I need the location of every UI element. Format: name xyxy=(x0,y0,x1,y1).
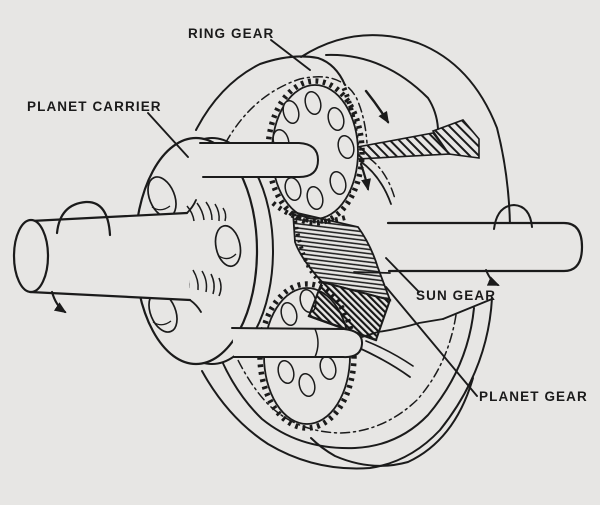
ring-gear-label: RING GEAR xyxy=(188,26,275,41)
planet-gear-label: PLANET GEAR xyxy=(479,389,588,404)
ring-gear-rotation-arrows xyxy=(359,89,390,191)
label-leader-lines xyxy=(147,39,478,397)
sun-shaft-rotation-arc xyxy=(493,203,533,230)
upper-planet-holes xyxy=(272,90,355,211)
sun-gear-label: SUN GEAR xyxy=(416,288,497,303)
sun-shaft-rotation-arrow xyxy=(485,269,500,286)
lower-planet-pin xyxy=(232,328,363,358)
ring-rotation-arrow-upper xyxy=(364,89,390,124)
ring-gear-bottom-band xyxy=(201,297,493,470)
planet-gear-leader xyxy=(385,286,478,397)
input-shaft-end xyxy=(12,218,50,294)
planet-carrier-label: PLANET CARRIER xyxy=(27,99,162,114)
ring-gear-leader xyxy=(270,39,311,71)
input-shaft xyxy=(12,199,202,314)
planet-carrier-disc xyxy=(133,136,274,366)
sun-gear-shaft xyxy=(386,203,584,286)
sun-gear-leader xyxy=(385,257,420,293)
upper-planet-pin xyxy=(200,143,318,177)
planet-carrier-leader xyxy=(147,112,189,158)
planet-carrier-pins xyxy=(199,142,364,359)
sun-gear xyxy=(271,201,392,342)
ring-rotation-arrow-lower xyxy=(359,162,371,191)
input-shaft-rotation-arc xyxy=(55,200,112,237)
input-shaft-rotation-arrow xyxy=(50,290,67,314)
